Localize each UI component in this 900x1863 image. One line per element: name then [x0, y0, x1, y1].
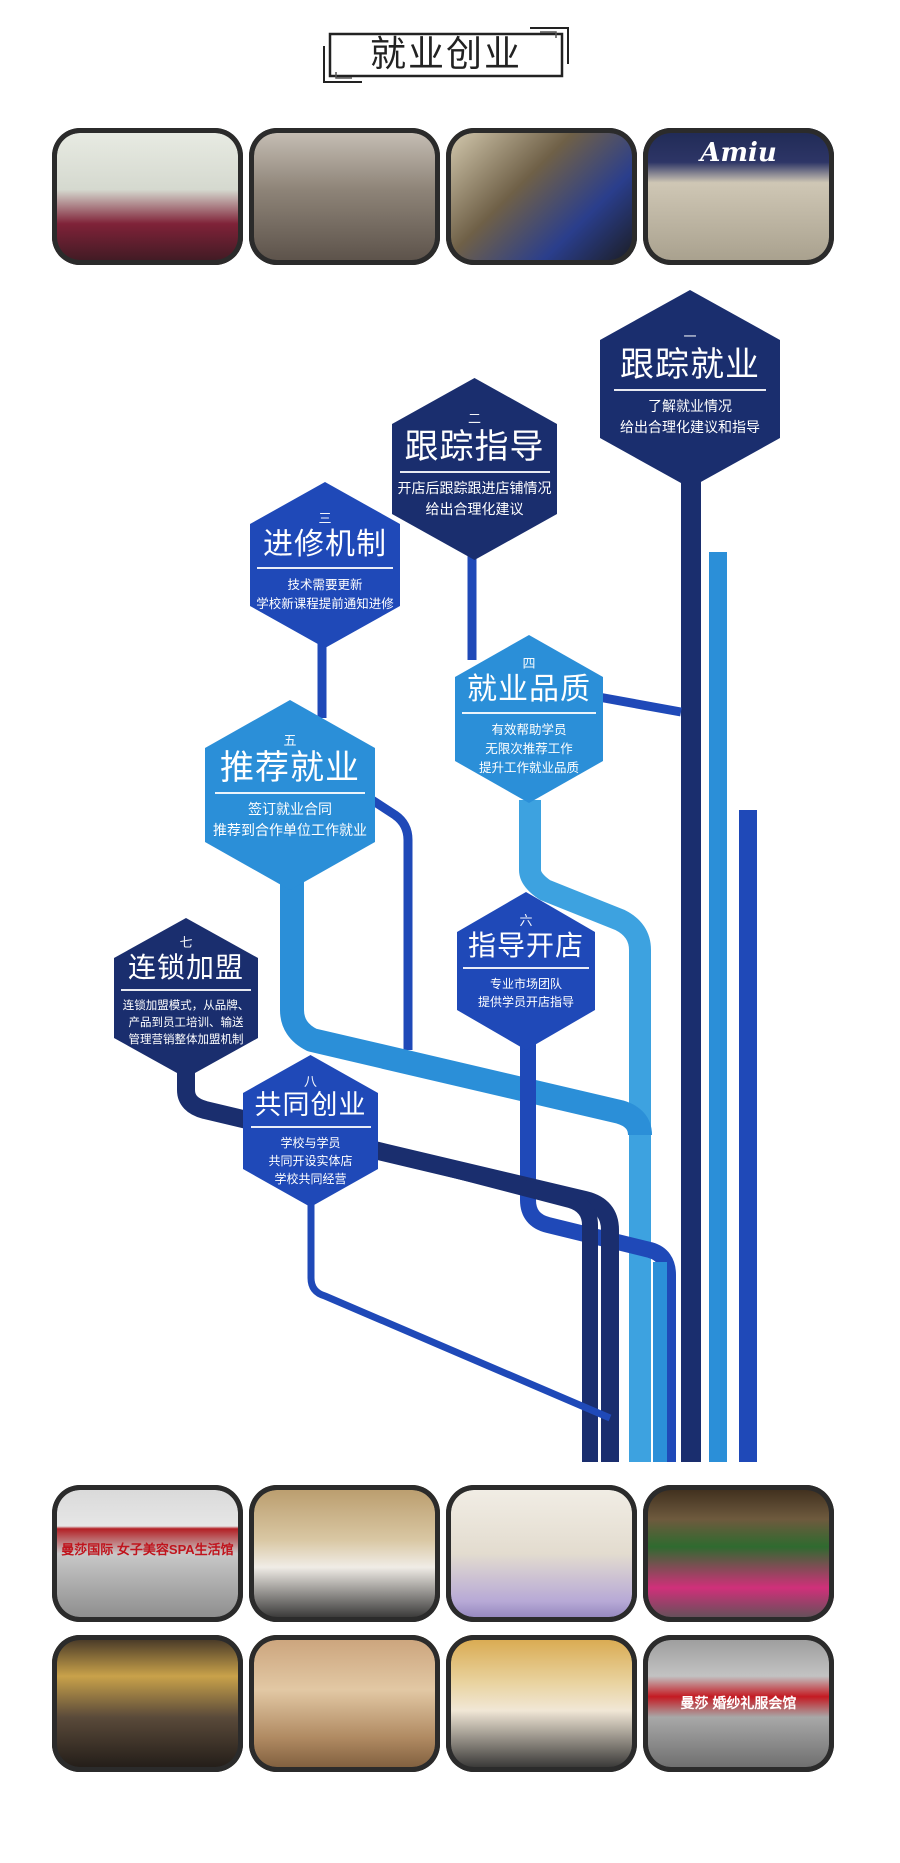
step-number: 七: [179, 936, 193, 951]
divider: [399, 471, 550, 473]
title-frame-ornament: [323, 27, 569, 83]
step-number: 一: [683, 330, 697, 345]
step-number: 三: [318, 512, 332, 527]
hexagon-shape: [114, 918, 258, 1078]
step-desc-line: 有效帮助学员: [491, 721, 567, 737]
step-desc-line: 学校新课程提前通知进修: [256, 595, 394, 611]
photo-lounge: [249, 1635, 440, 1772]
step-desc-line: 签订就业合同: [248, 801, 332, 818]
photo-graduates: [446, 1635, 637, 1772]
step-number: 二: [467, 412, 481, 427]
divider: [257, 567, 393, 569]
photo-training-class: [52, 1635, 243, 1772]
step-title: 推荐就业: [220, 748, 360, 788]
step-desc-line: 学校与学员: [280, 1135, 341, 1150]
section-title-frame: 就业创业: [322, 26, 570, 84]
divider: [121, 989, 251, 991]
step-desc-line: 产品到员工培训、输送: [128, 1014, 244, 1029]
step-number: 五: [283, 734, 297, 749]
step-title: 共同创业: [254, 1090, 367, 1121]
step-hex-5: 推荐就业 签订就业合同 推荐到合作单位工作就业 五: [205, 700, 375, 890]
photo-bridal-store: 曼莎 婚纱礼服会馆: [643, 1635, 834, 1772]
step-title: 进修机制: [263, 527, 387, 562]
hexagon-shape: [457, 892, 595, 1050]
step-desc-line: 提供学员开店指导: [477, 994, 574, 1009]
step-desc-line: 无限次推荐工作: [485, 740, 573, 756]
step-number: 六: [519, 914, 533, 929]
divider: [250, 1126, 371, 1128]
page-title: 就业创业: [369, 34, 522, 75]
step-title: 指导开店: [467, 929, 584, 962]
step-desc-line: 学校共同经营: [274, 1171, 347, 1186]
step-desc-line: 共同开设实体店: [268, 1153, 353, 1168]
step-hex-6: 六 指导开店 专业市场团队 提供学员开店指导: [457, 892, 595, 1050]
step-title: 就业品质: [467, 672, 591, 707]
step-title: 跟踪指导: [404, 427, 545, 467]
step-hex-4: 四 就业品质 有效帮助学员 无限次推荐工作 提升工作就业品质: [455, 635, 603, 803]
photo-hairdressing: [446, 128, 637, 265]
photo-storefront-amiu: Amiu: [643, 128, 834, 265]
divider: [215, 792, 365, 794]
step-hex-7: 七 连锁加盟 连锁加盟模式，从品牌、 产品到员工培训、输送 管理营销整体加盟机制: [114, 918, 258, 1078]
step-desc-line: 连锁加盟模式，从品牌、: [122, 997, 250, 1012]
hexagon-shape: [250, 482, 400, 648]
photo-team-outdoor: [643, 1485, 834, 1622]
step-hex-8: 八 共同创业 学校与学员 共同开设实体店 学校共同经营: [243, 1055, 378, 1207]
photo-staff-group: [249, 1485, 440, 1622]
hexagon-shape: [205, 700, 375, 890]
step-desc-line: 给出合理化建议和指导: [620, 419, 760, 436]
step-number: 四: [522, 657, 536, 672]
step-desc-line: 专业市场团队: [489, 976, 562, 991]
hexagon-shape: [243, 1055, 378, 1207]
step-hex-2: 二 跟踪指导 开店后跟踪跟进店铺情况 给出合理化建议: [392, 378, 557, 560]
step-hex-1: 一 跟踪就业 了解就业情况 给出合理化建议和指导: [600, 290, 780, 488]
step-desc-line: 了解就业情况: [648, 398, 732, 415]
photo-store-mansha: 曼莎国际 女子美容SPA生活馆: [52, 1485, 243, 1622]
hexagon-shape: [392, 378, 557, 560]
step-title: 连锁加盟: [127, 951, 244, 984]
divider: [463, 967, 589, 969]
divider: [614, 389, 766, 391]
hexagon-shape: [455, 635, 603, 803]
photo-salon-staff: [52, 128, 243, 265]
divider: [462, 712, 596, 714]
step-desc-line: 开店后跟踪跟进店铺情况: [397, 480, 552, 497]
step-desc-line: 推荐到合作单位工作就业: [213, 822, 367, 839]
photo-spa-room: [446, 1485, 637, 1622]
step-desc-line: 技术需要更新: [287, 576, 363, 592]
step-desc-line: 给出合理化建议: [425, 501, 524, 518]
step-hex-3: 三 进修机制 技术需要更新 学校新课程提前通知进修: [250, 482, 400, 648]
step-desc-line: 管理营销整体加盟机制: [128, 1031, 244, 1046]
step-title: 跟踪就业: [620, 345, 760, 385]
step-desc-line: 提升工作就业品质: [478, 759, 579, 775]
photo-salon-interior: [249, 128, 440, 265]
step-number: 八: [303, 1075, 317, 1090]
